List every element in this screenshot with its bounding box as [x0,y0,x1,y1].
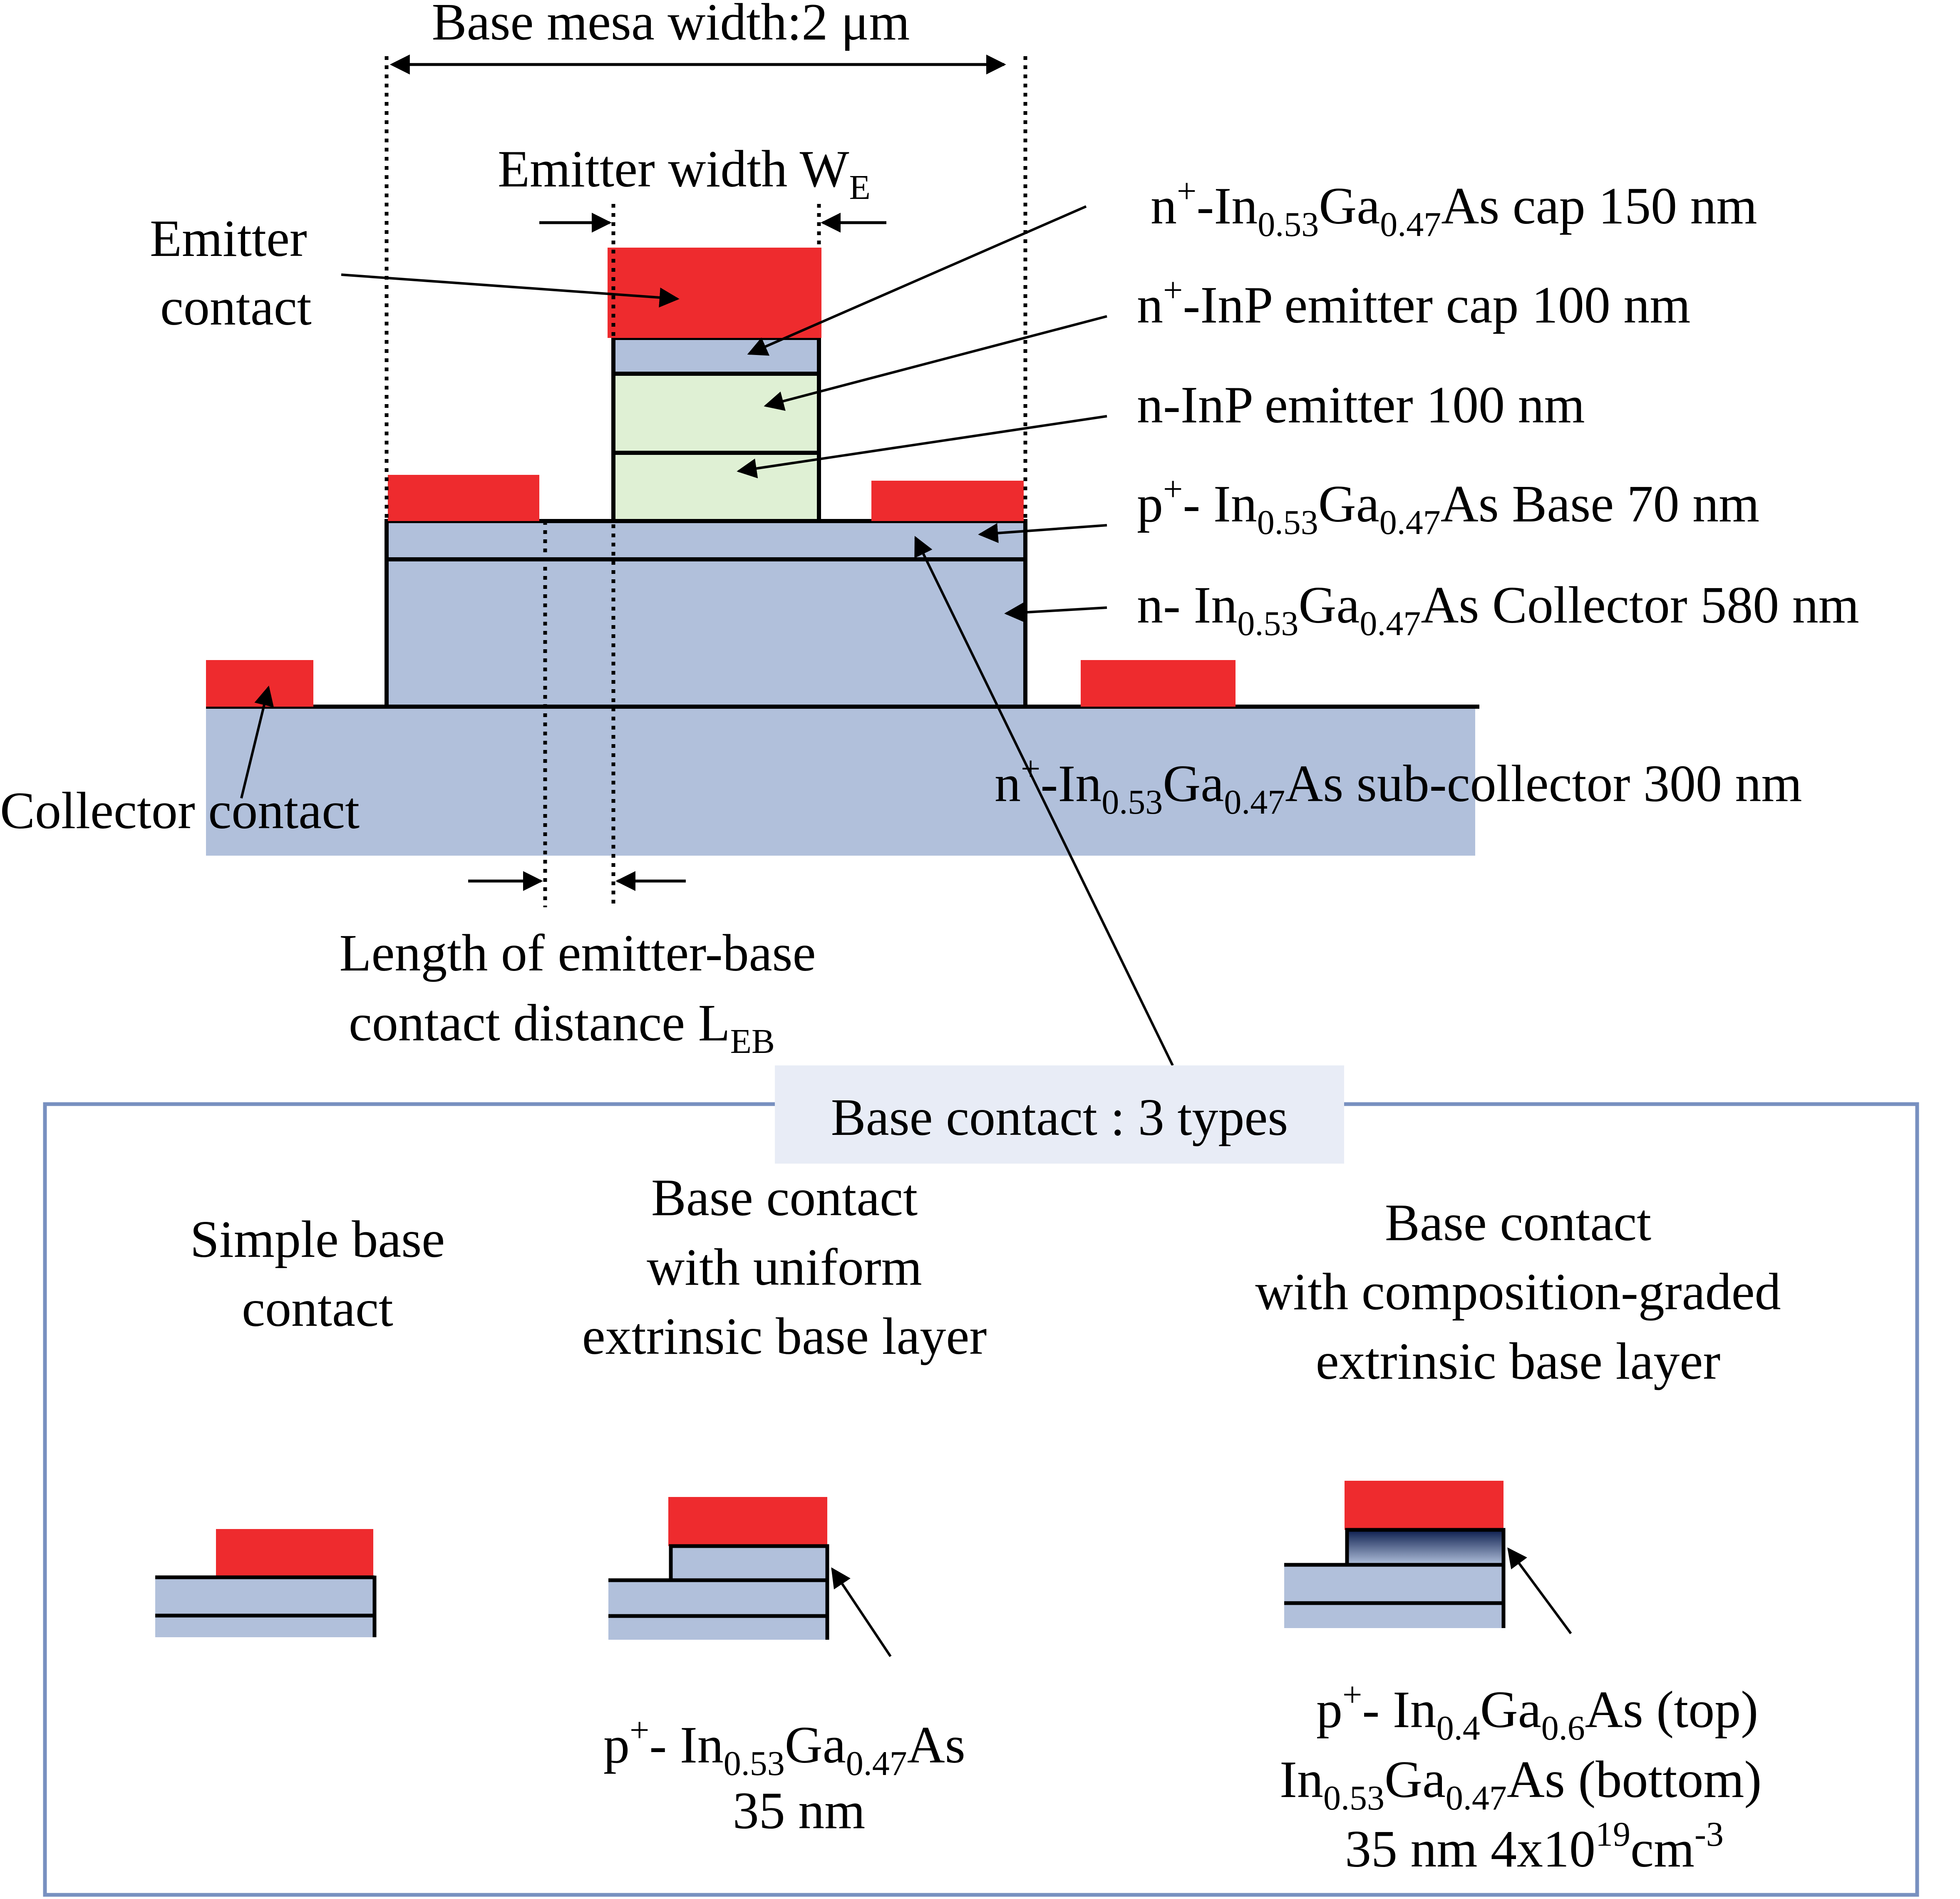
type3-heading-line1: Base contact [1385,1194,1651,1252]
base-layer [385,519,1027,561]
collector-contact-right [1081,660,1236,707]
emitter-contact-label-line2: contact [160,278,312,336]
base-label: p+- In0.53Ga0.47As Base 70 nm [1137,470,1759,542]
type3-diagram [1284,1481,1506,1628]
type3-graded-layer [1345,1528,1506,1567]
type3-note-line2: In0.53Ga0.47As (bottom) [1280,1751,1762,1817]
type1-collector [155,1616,373,1637]
leb-label-line2: contact distance LEB [349,994,775,1061]
type1-base [155,1577,373,1616]
type3-leader [1507,1547,1572,1634]
emitter-leader [737,415,1107,479]
emitter-width-label: Emitter width WE [498,140,871,207]
collector-layer [385,557,1027,709]
type3-collector [1284,1603,1503,1628]
base-mesa-width-label: Base mesa width:2 μm [432,0,910,51]
emitter-label: n-InP emitter 100 nm [1137,376,1585,434]
emitter-cap-layer [611,372,821,455]
type2-diagram [608,1497,829,1640]
type1-heading-line1: Simple base [190,1211,445,1268]
type3-note-line3: 35 nm 4x1019cm-3 [1345,1815,1724,1878]
collector-contact-leader [240,685,274,799]
type3-base [1284,1565,1503,1603]
base-contact-left [388,475,539,521]
base-contact-panel-tag: Base contact : 3 types [831,1089,1288,1147]
collector-contact-left [206,660,313,707]
type3-note-line1: p+- In0.4Ga0.6As (top) [1316,1676,1758,1748]
base-leader [978,523,1107,543]
collector-contact-label: Collector contact [0,782,360,840]
leb-label-line1: Length of emitter-base [339,924,816,982]
ingaas-cap-layer [611,336,821,376]
type2-base [608,1580,827,1616]
type2-contact [668,1497,827,1546]
base-contact-right [871,481,1024,521]
type1-contact [216,1529,373,1577]
emitter-contact-leader [341,273,680,308]
type1-heading-line2: contact [242,1280,393,1338]
base-contact-types-leader [914,536,1174,1066]
collector-label: n- In0.53Ga0.47As Collector 580 nm [1137,576,1859,643]
emitter-contact-label-line1: Emitter [150,210,307,268]
type2-heading-line1: Base contact [651,1169,918,1227]
type2-heading-line2: with uniform [647,1239,922,1296]
type2-extrinsic [669,1544,829,1582]
type2-note-line2: 35 nm [733,1782,866,1840]
type2-note-line1: p+- In0.53Ga0.47As [603,1711,965,1783]
cap-layer-leader [747,205,1087,356]
subcollector-label: n+-In0.53Ga0.47As sub-collector 300 nm [995,750,1802,822]
type2-collector [608,1616,827,1640]
type2-leader [831,1567,892,1657]
type3-heading-line3: extrinsic base layer [1316,1333,1721,1390]
type2-heading-line3: extrinsic base layer [582,1308,987,1365]
emitter-cap-leader [764,315,1107,411]
cap-layer-label: n+-In0.53Ga0.47As cap 150 nm [1151,172,1757,244]
type1-diagram [155,1529,377,1637]
type3-contact [1345,1481,1503,1530]
emitter-contact [608,248,821,338]
base-contact-panel-tag-bg [775,1065,1344,1164]
collector-leader [1004,602,1107,623]
subcollector-layer [206,707,1475,856]
emitter-cap-label: n+-InP emitter cap 100 nm [1137,271,1690,334]
type3-heading-line2: with composition-graded [1255,1263,1781,1321]
